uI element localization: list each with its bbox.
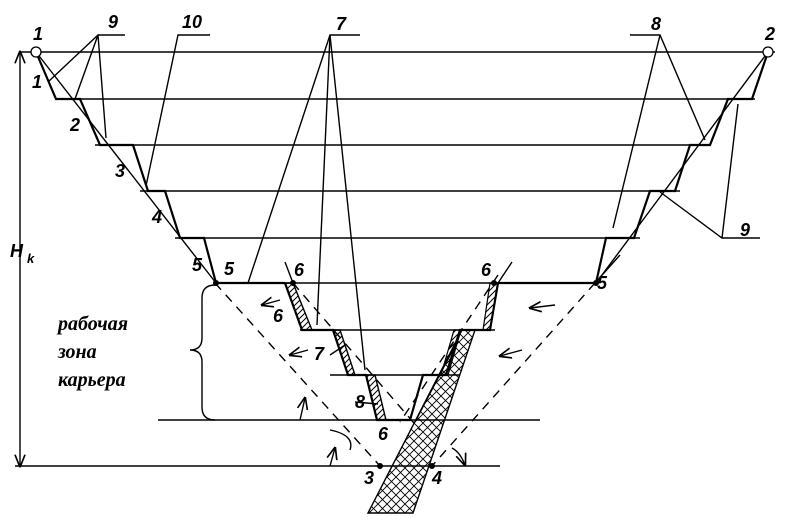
diagram-labels: 1 2 1 2 3 4 5 5 5 6 6 6 6 3 4 7 7 8 8 9 …	[32, 12, 775, 488]
label-point-4: 4	[431, 468, 442, 488]
caption-line-3: карьера	[58, 369, 126, 391]
point-5-left	[213, 280, 219, 286]
working-zone-brace	[189, 284, 216, 421]
point-6-right	[491, 280, 497, 286]
label-callout-9-right: 9	[740, 220, 750, 240]
label-point-5-left: 5	[224, 259, 235, 279]
label-point-6-bottom: 6	[378, 424, 389, 444]
label-callout-9-top: 9	[108, 12, 118, 32]
label-callout-7-top: 7	[336, 14, 347, 34]
caption-line-1: рабочая	[56, 313, 128, 335]
label-point-5-right: 5	[597, 273, 608, 293]
label-point-6-right: 6	[481, 260, 492, 280]
point-5-right	[593, 280, 599, 286]
label-bench-5: 5	[192, 255, 203, 275]
ore-body	[366, 329, 476, 514]
depth-label: H	[10, 241, 24, 261]
label-point-3: 3	[364, 468, 374, 488]
label-bench-4: 4	[151, 207, 162, 227]
label-callout-8-top: 8	[651, 14, 661, 34]
dashed-contour	[214, 254, 621, 467]
pit-profile	[34, 51, 770, 422]
caption-line-2: зона	[57, 341, 97, 363]
label-callout-8-bottom: 8	[355, 392, 365, 412]
label-callout-7-mid: 7	[314, 344, 325, 364]
label-bench-2: 2	[69, 115, 80, 135]
movement-arrows	[262, 300, 556, 466]
point-6-left	[290, 280, 296, 286]
label-point-6-mid: 6	[273, 306, 284, 326]
leader-lines	[47, 34, 760, 421]
corner-right-point	[762, 46, 774, 58]
label-corner-1: 1	[33, 24, 43, 44]
working-zone-caption: рабочая зона карьера	[56, 313, 128, 391]
depth-subscript: k	[27, 251, 35, 266]
reference-points	[30, 46, 774, 469]
point-3	[377, 463, 383, 469]
label-bench-3: 3	[115, 161, 125, 181]
corner-left-point	[30, 46, 42, 58]
level-lines	[15, 51, 775, 467]
point-4	[429, 463, 435, 469]
label-corner-2: 2	[764, 24, 775, 44]
slope-lines	[35, 51, 769, 284]
label-bench-1: 1	[32, 72, 42, 92]
label-callout-10: 10	[182, 12, 202, 32]
label-point-6-left: 6	[294, 260, 305, 280]
